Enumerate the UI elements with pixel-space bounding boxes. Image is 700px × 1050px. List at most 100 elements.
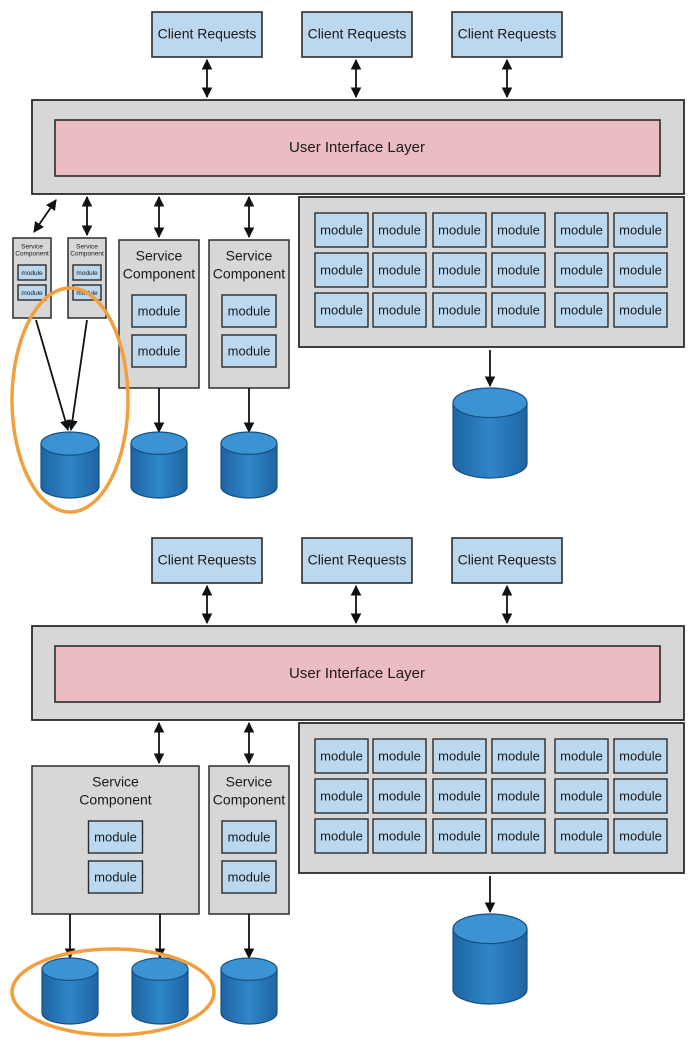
module-rect	[491, 818, 546, 854]
module-box: module	[372, 292, 427, 328]
module-rect	[221, 334, 277, 368]
module-box: module	[314, 212, 369, 248]
service-label: Service	[226, 248, 273, 264]
module-label: module	[619, 828, 662, 843]
client-requests-label: Client Requests	[158, 552, 257, 568]
module-box: module	[87, 860, 144, 894]
service-label: Service	[21, 244, 43, 251]
module-box: module	[554, 212, 609, 248]
module-box: module	[613, 292, 668, 328]
module-label: module	[619, 262, 662, 277]
client-requests-box: Client Requests	[151, 537, 263, 584]
module-label: module	[378, 262, 421, 277]
module-box: module	[131, 294, 187, 328]
database-icon	[220, 431, 278, 499]
module-label: module	[438, 748, 481, 763]
module-rect	[72, 264, 102, 281]
module-label: module	[560, 828, 603, 843]
module-rect	[372, 778, 427, 814]
module-rect	[554, 292, 609, 328]
module-rect	[554, 252, 609, 288]
module-box: module	[491, 292, 546, 328]
module-label: module	[619, 222, 662, 237]
service-label: Service	[76, 244, 98, 251]
module-rect	[613, 252, 668, 288]
module-rect	[131, 294, 187, 328]
module-label: module	[320, 788, 363, 803]
module-box: module	[314, 738, 369, 774]
module-rect	[554, 212, 609, 248]
module-box: module	[72, 264, 102, 281]
module-box: module	[554, 738, 609, 774]
module-rect	[554, 818, 609, 854]
module-box: module	[613, 252, 668, 288]
service-label: Service	[226, 774, 273, 790]
database-icon	[452, 387, 528, 479]
module-label: module	[497, 788, 540, 803]
module-label: module	[138, 343, 181, 358]
module-rect	[554, 738, 609, 774]
client-requests-rect	[451, 11, 563, 58]
module-box: module	[314, 292, 369, 328]
module-label: module	[560, 302, 603, 317]
module-box: module	[432, 818, 487, 854]
module-label: module	[619, 302, 662, 317]
module-label: module	[21, 290, 43, 297]
client-requests-label: Client Requests	[458, 552, 557, 568]
module-label: module	[378, 748, 421, 763]
module-box: module	[372, 778, 427, 814]
client-requests-rect	[301, 537, 413, 584]
database-icon	[131, 957, 189, 1025]
module-rect	[221, 294, 277, 328]
module-rect	[432, 738, 487, 774]
module-label: module	[378, 788, 421, 803]
module-label: module	[378, 302, 421, 317]
module-rect	[491, 292, 546, 328]
module-label: module	[228, 869, 271, 884]
client-requests-rect	[301, 11, 413, 58]
module-rect	[432, 778, 487, 814]
module-box: module	[432, 252, 487, 288]
module-rect	[554, 778, 609, 814]
module-label: module	[438, 262, 481, 277]
module-box: module	[554, 818, 609, 854]
module-label: module	[497, 302, 540, 317]
module-rect	[491, 252, 546, 288]
module-box: module	[221, 860, 277, 894]
user-interface-layer: User Interface Layer	[54, 119, 661, 177]
module-box: module	[372, 212, 427, 248]
module-rect	[491, 212, 546, 248]
module-label: module	[320, 748, 363, 763]
module-label: module	[438, 788, 481, 803]
module-rect	[613, 738, 668, 774]
database-icon	[40, 431, 100, 499]
module-label: module	[76, 270, 98, 277]
module-rect	[314, 292, 369, 328]
client-requests-rect	[151, 11, 263, 58]
client-requests-box: Client Requests	[451, 537, 563, 584]
module-label: module	[438, 302, 481, 317]
highlight-ring	[10, 286, 130, 514]
user-interface-layer-label: User Interface Layer	[289, 665, 425, 682]
module-rect	[314, 818, 369, 854]
module-label: module	[497, 828, 540, 843]
component-label: Component	[79, 792, 151, 808]
database-icon	[452, 913, 528, 1005]
module-box: module	[372, 738, 427, 774]
module-rect	[314, 252, 369, 288]
module-box: module	[221, 294, 277, 328]
module-rect	[432, 212, 487, 248]
module-rect	[314, 738, 369, 774]
module-label: module	[619, 788, 662, 803]
module-label: module	[497, 748, 540, 763]
client-requests-box: Client Requests	[151, 11, 263, 58]
module-box: module	[554, 778, 609, 814]
client-requests-box: Client Requests	[451, 11, 563, 58]
arrow-icon	[33, 199, 57, 233]
module-box: module	[432, 738, 487, 774]
module-label: module	[497, 262, 540, 277]
database-icon	[41, 957, 99, 1025]
